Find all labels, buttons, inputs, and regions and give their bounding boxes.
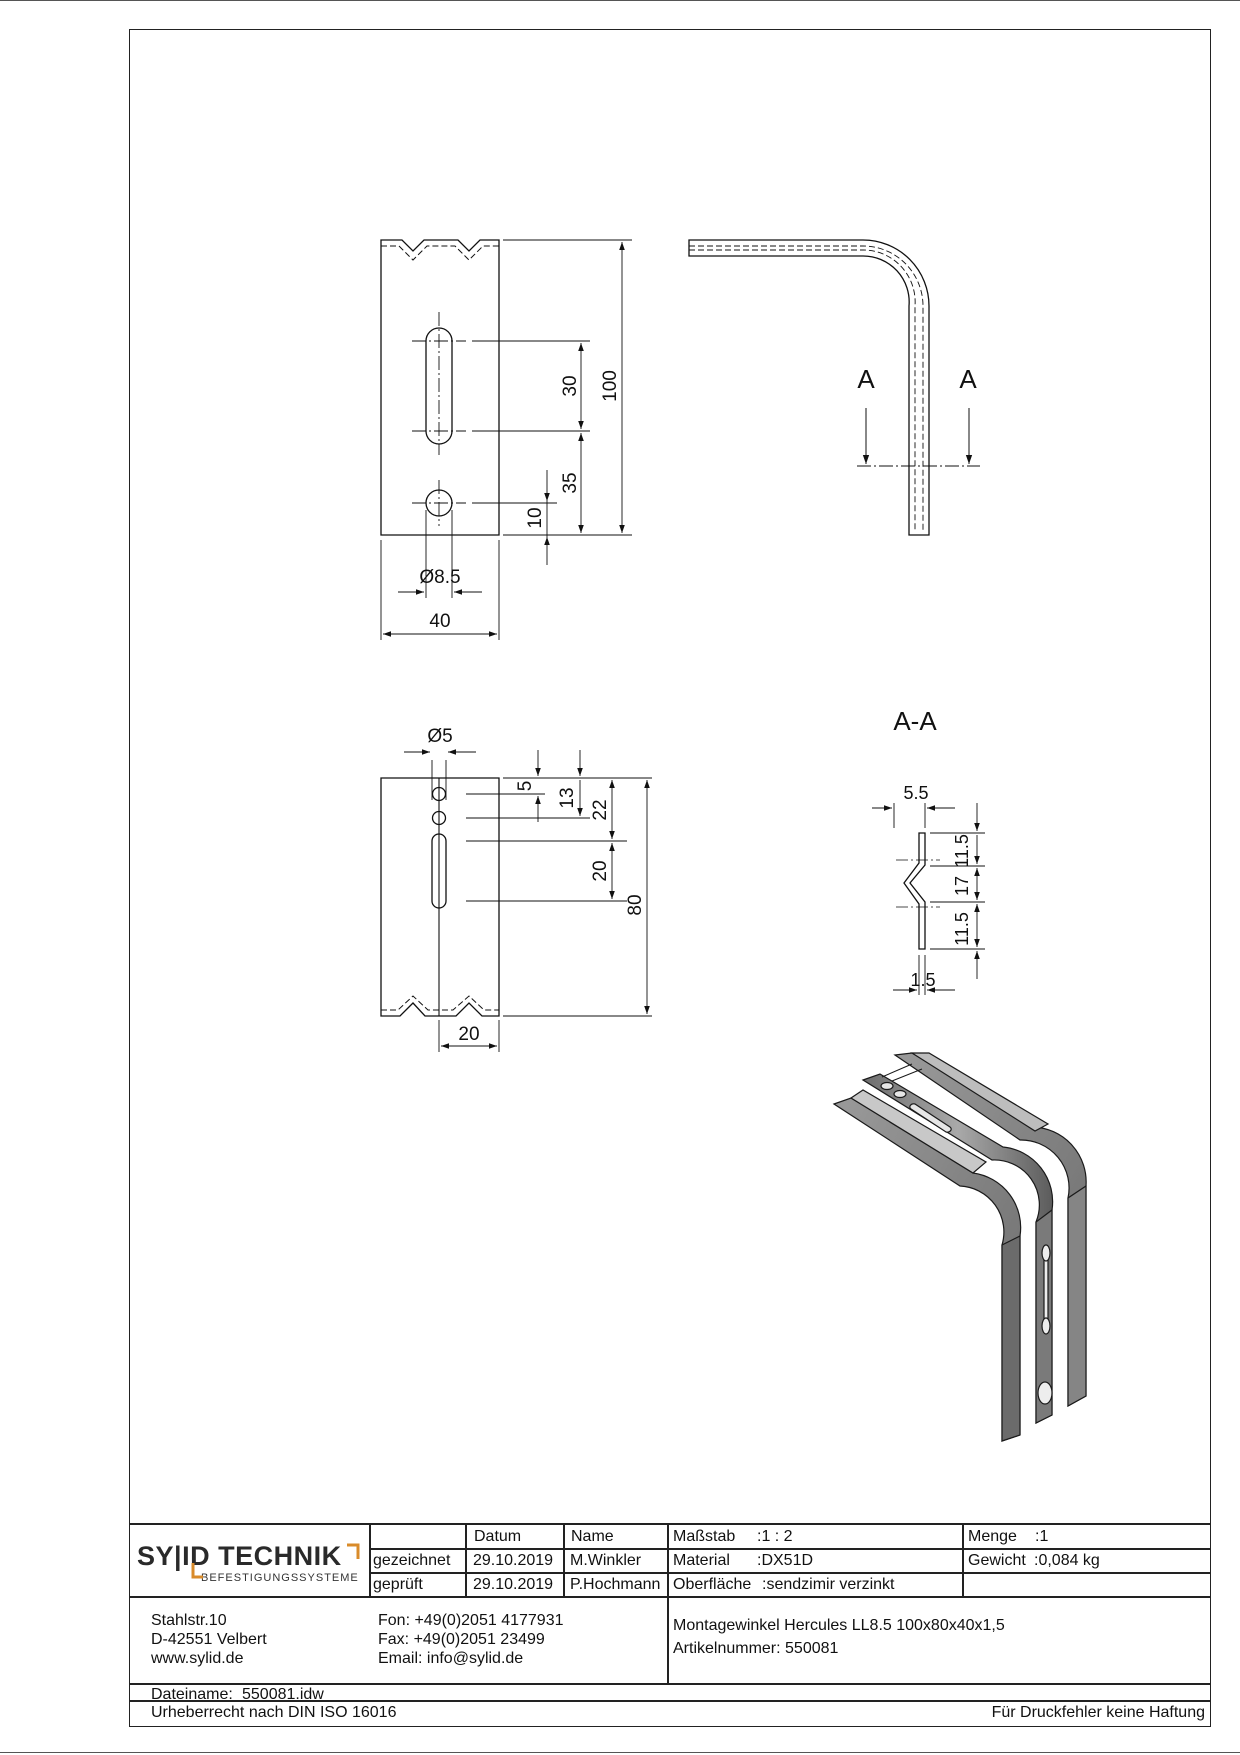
dim-11-5-bottom: 11.5 [952, 912, 972, 946]
filename: 550081.idw [242, 1686, 324, 1703]
front-view [380, 239, 632, 640]
material-label: Material [673, 1552, 730, 1569]
dim-100: 100 [600, 370, 621, 402]
section-view [872, 803, 985, 995]
fax: Fax: +49(0)2051 23499 [378, 1631, 545, 1648]
product-title: Montagewinkel Hercules LL8.5 100x80x40x1… [673, 1617, 1005, 1634]
title-block: SY|ID TECHNIK BEFESTIGUNGSSYSTEME Datum … [129, 1523, 1211, 1727]
article-number: Artikelnummer: 550081 [673, 1640, 839, 1657]
copyright-note: Urheberrecht nach DIN ISO 16016 [151, 1704, 397, 1721]
sheet-edge-top [0, 0, 1240, 1]
phone: Fon: +49(0)2051 4177931 [378, 1612, 564, 1629]
grid-line [129, 1683, 1211, 1685]
surface-value: :sendzimir verzinkt [762, 1576, 895, 1593]
material-value: :DX51D [757, 1552, 814, 1569]
dim-40: 40 [429, 611, 450, 632]
logo-tagline: BEFESTIGUNGSSYSTEME [201, 1572, 359, 1584]
dim-17: 17 [952, 876, 972, 896]
surface-label: Oberfläche [673, 1576, 752, 1593]
grid-line [563, 1525, 565, 1596]
sheet-edge-bottom [0, 1752, 1240, 1753]
row-label-drawn: gezeichnet [373, 1552, 451, 1569]
grid-line [129, 1700, 1211, 1702]
grid-line [369, 1572, 1211, 1574]
grid-line [962, 1525, 964, 1596]
dim-diameter-8-5: Ø8.5 [419, 567, 460, 588]
dim-35: 35 [560, 472, 581, 493]
drawn-date: 29.10.2019 [473, 1552, 554, 1569]
dim-20-vertical: 20 [590, 860, 611, 881]
drawing-frame [129, 29, 1211, 1727]
col-header-name: Name [571, 1528, 614, 1545]
section-title: A-A [893, 706, 937, 736]
col-header-date: Datum [474, 1528, 522, 1545]
dim-diameter-5: Ø5 [427, 726, 452, 747]
isometric-view [832, 1052, 1087, 1442]
dim-22: 22 [590, 799, 611, 820]
flange-view [380, 749, 652, 1052]
checked-name: P.Hochmann [570, 1576, 661, 1593]
checked-date: 29.10.2019 [473, 1576, 554, 1593]
dim-5-5: 5.5 [903, 783, 928, 803]
grid-line [465, 1525, 467, 1596]
dim-11-5-top: 11.5 [952, 834, 972, 868]
dim-80: 80 [625, 894, 646, 915]
dim-5: 5 [515, 781, 536, 792]
website: www.sylid.de [151, 1650, 244, 1667]
scale-value: :1 : 2 [757, 1528, 793, 1545]
row-label-checked: geprüft [373, 1576, 423, 1593]
dim-10: 10 [525, 507, 546, 528]
grid-line [129, 1596, 1211, 1598]
logo-accent-icon [191, 1543, 360, 1579]
grid-line [667, 1525, 669, 1683]
email: Email: info@sylid.de [378, 1650, 524, 1667]
quantity-label: Menge [968, 1528, 1017, 1545]
dim-30: 30 [560, 375, 581, 396]
address-street: Stahlstr.10 [151, 1612, 227, 1629]
address-city: D-42551 Velbert [151, 1631, 267, 1648]
side-profile-view [688, 239, 980, 536]
grid-line [369, 1548, 1211, 1550]
filename-label: Dateiname: [151, 1686, 233, 1703]
weight-label: Gewicht [968, 1552, 1026, 1569]
dim-1-5: 1.5 [910, 970, 935, 990]
scale-label: Maßstab [673, 1528, 736, 1545]
quantity-value: :1 [1035, 1528, 1049, 1545]
weight-value: :0,084 kg [1034, 1552, 1100, 1569]
grid-line [369, 1525, 371, 1596]
print-disclaimer: Für Druckfehler keine Haftung [991, 1704, 1205, 1721]
dim-20-horizontal: 20 [458, 1024, 479, 1045]
logo-wordmark: SY|ID TECHNIK [137, 1541, 342, 1571]
section-marker-right: A [959, 364, 977, 394]
dim-13: 13 [557, 787, 578, 808]
company-logo: SY|ID TECHNIK BEFESTIGUNGSSYSTEME [137, 1541, 360, 1585]
section-marker-left: A [857, 364, 875, 394]
drawn-name: M.Winkler [570, 1552, 642, 1569]
